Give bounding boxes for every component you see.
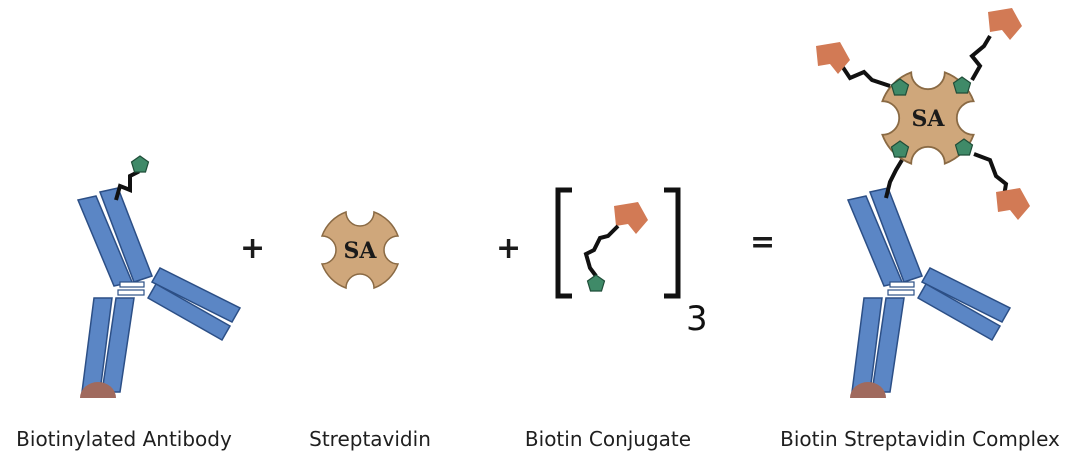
- equals-operator: =: [750, 225, 775, 260]
- antibody-label: Biotinylated Antibody: [16, 427, 232, 451]
- plus-operator-2: +: [496, 231, 521, 266]
- streptavidin: SA: [321, 211, 399, 289]
- biotin-icon: [586, 274, 606, 292]
- plus-operator-1: +: [240, 231, 265, 266]
- biotinylated-antibody: [77, 155, 241, 399]
- conjugate-multiplier: 3: [686, 299, 708, 339]
- conjugate-label: Biotin Conjugate: [524, 427, 692, 451]
- conjugate-icon: [988, 8, 1022, 40]
- complex-label: Biotin Streptavidin Complex: [780, 427, 1060, 451]
- biotin-streptavidin-complex: SA: [816, 8, 1030, 399]
- streptavidin-label: Streptavidin: [309, 427, 431, 451]
- sa-symbol: SA: [344, 238, 378, 264]
- conjugate-icon: [614, 202, 648, 234]
- biotin-icon: [130, 155, 150, 173]
- conjugate-icon: [996, 188, 1030, 220]
- sa-symbol: SA: [912, 106, 946, 132]
- biotin-conjugate: 3: [555, 187, 708, 339]
